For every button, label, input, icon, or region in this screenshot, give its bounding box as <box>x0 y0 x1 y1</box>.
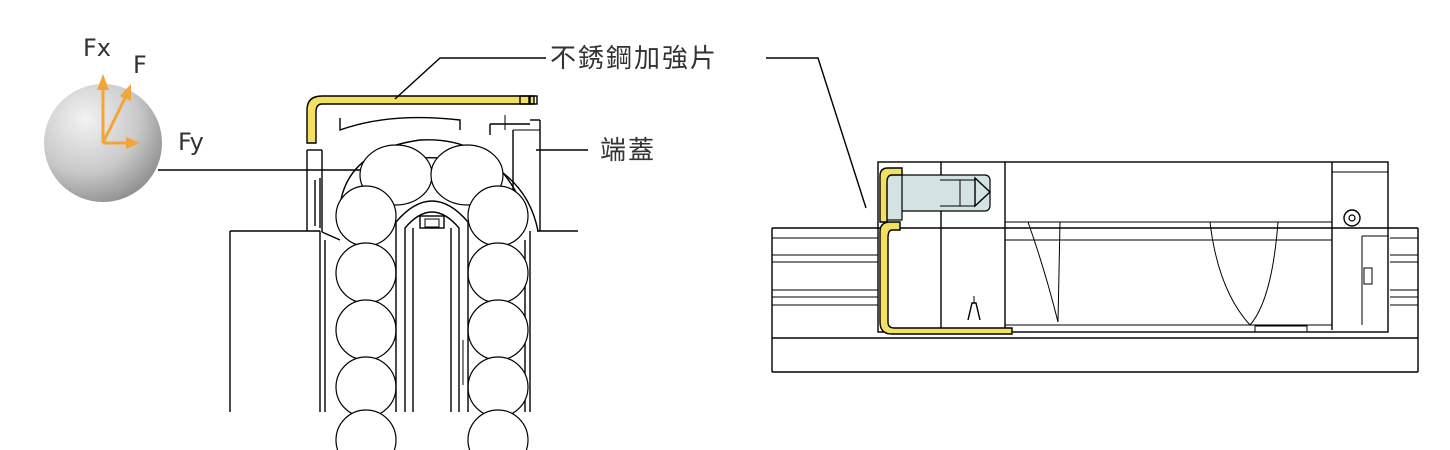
roller <box>335 409 397 450</box>
end-cap-label: 端蓋 <box>600 136 656 166</box>
grease-nipple-icon <box>1343 209 1361 227</box>
stainless-reinforcement-plate <box>306 95 535 144</box>
force-diagram: Fx F Fy <box>44 34 472 202</box>
roller <box>467 185 529 247</box>
f-arrowhead <box>120 84 131 101</box>
stainless-plate-label: 不銹鋼加強片 <box>550 44 718 74</box>
roller <box>335 242 397 304</box>
fx-arrowhead <box>97 74 109 90</box>
fy-label: Fy <box>178 128 204 156</box>
fx-label: Fx <box>83 34 111 62</box>
roller <box>467 409 529 450</box>
roller <box>467 242 529 304</box>
roller <box>335 356 397 418</box>
cross-section-view <box>229 57 588 450</box>
f-arrow <box>101 93 129 144</box>
fy-arrowhead <box>126 137 140 149</box>
side-view <box>766 57 1419 373</box>
roller <box>467 299 529 361</box>
roller <box>335 299 397 361</box>
roller <box>335 185 397 247</box>
f-label: F <box>133 51 147 79</box>
stainless-plate-side <box>879 221 1013 335</box>
roller <box>467 356 529 418</box>
